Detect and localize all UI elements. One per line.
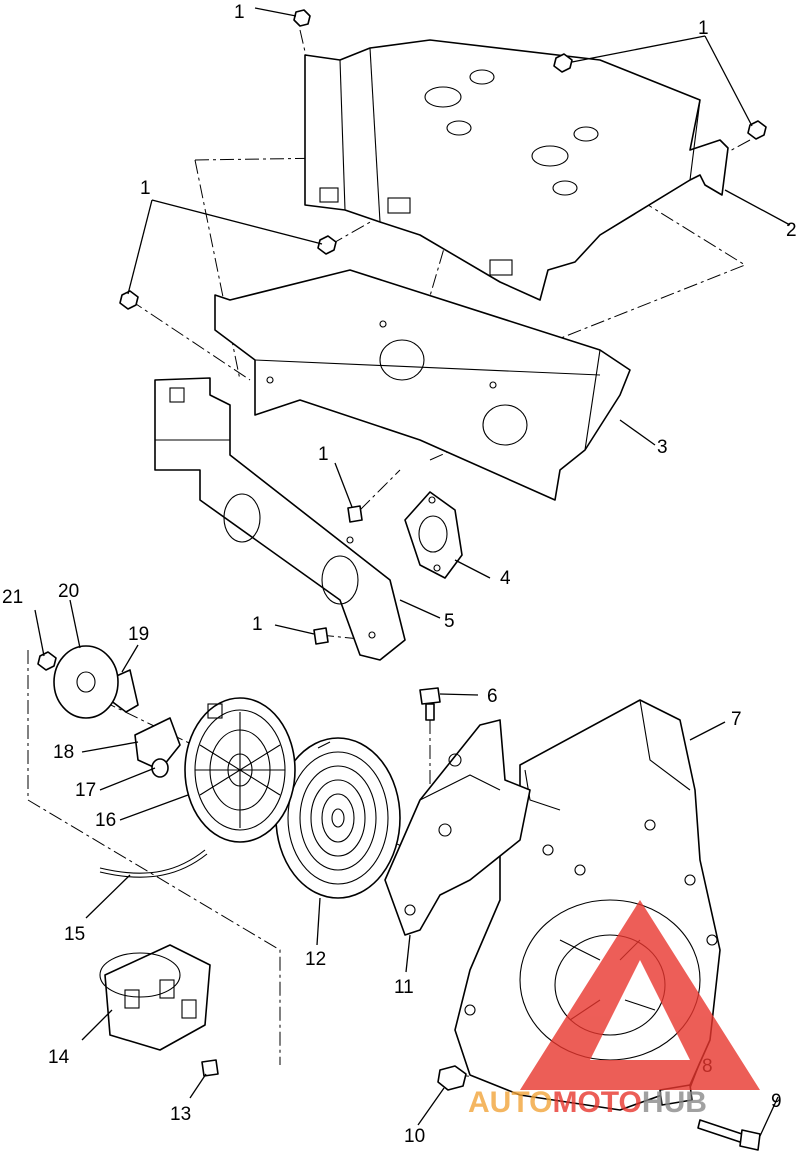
callout-11: 11	[394, 977, 414, 998]
recoil-spring	[275, 737, 401, 899]
watermark-text-auto: AUTO	[468, 1086, 552, 1119]
callout-12: 12	[305, 949, 326, 970]
watermark-triangle-icon	[520, 900, 760, 1090]
upper-heat-shield	[304, 39, 729, 301]
callout-21: 21	[2, 587, 23, 608]
callout-15: 15	[64, 924, 85, 945]
callout-17: 17	[75, 780, 96, 801]
callout-4: 4	[500, 568, 511, 589]
friction-plate	[53, 645, 119, 719]
callout-3: 3	[657, 437, 668, 458]
exhaust-gasket	[404, 491, 463, 579]
callout-10: 10	[404, 1126, 425, 1147]
callout-18: 18	[53, 742, 74, 763]
starter-cup	[99, 944, 211, 1051]
retainer-nut	[37, 651, 57, 671]
callout-1-lower: 1	[252, 614, 263, 635]
ratchet-pawl	[134, 717, 181, 771]
screw-middle	[347, 505, 363, 523]
callout-19: 19	[128, 624, 149, 645]
watermark-text-moto: MOTO	[552, 1086, 641, 1119]
bolt	[419, 687, 441, 721]
leader-lines	[34, 7, 791, 1137]
callout-1-left: 1	[140, 178, 151, 199]
nut-top-right	[553, 53, 573, 73]
nut-fasteners	[119, 9, 767, 645]
lower-heat-shield	[214, 269, 631, 501]
watermark-logo: AUTOMOTOHUB	[468, 900, 760, 1119]
starter-rope	[99, 849, 208, 878]
callout-2: 2	[786, 220, 797, 241]
nut-right	[747, 120, 767, 140]
callout-1-top: 1	[234, 2, 245, 23]
nut-left-upper	[317, 235, 337, 255]
callout-7: 7	[731, 709, 742, 730]
cup-screw	[201, 1059, 219, 1077]
housing-nut	[437, 1065, 467, 1091]
callout-1-middle: 1	[318, 444, 329, 465]
callout-13: 13	[170, 1104, 191, 1125]
starter-bracket	[384, 719, 531, 936]
callout-5: 5	[444, 611, 455, 632]
svg-text:AUTOMOTOHUB: AUTOMOTOHUB	[468, 1086, 707, 1119]
nut-left-lower	[119, 290, 139, 310]
callout-20: 20	[58, 581, 79, 602]
callout-labels: 1 1 1 1 1 2 3 4 5 6 7 8 9 10 11 12 13 14…	[2, 2, 797, 1147]
ratchet-assembly	[37, 645, 181, 778]
callout-6: 6	[487, 686, 498, 707]
exhaust-bracket	[154, 377, 406, 661]
callout-14: 14	[48, 1047, 70, 1068]
watermark-text-hub: HUB	[642, 1086, 707, 1119]
callout-1-top-right: 1	[698, 18, 709, 39]
screw-lower	[313, 627, 329, 645]
pawl-spring	[151, 758, 169, 778]
long-bolt	[697, 1119, 761, 1151]
starter-pulley	[184, 697, 296, 843]
callout-16: 16	[95, 810, 116, 831]
callout-9: 9	[771, 1091, 782, 1112]
nut-top	[293, 9, 311, 27]
